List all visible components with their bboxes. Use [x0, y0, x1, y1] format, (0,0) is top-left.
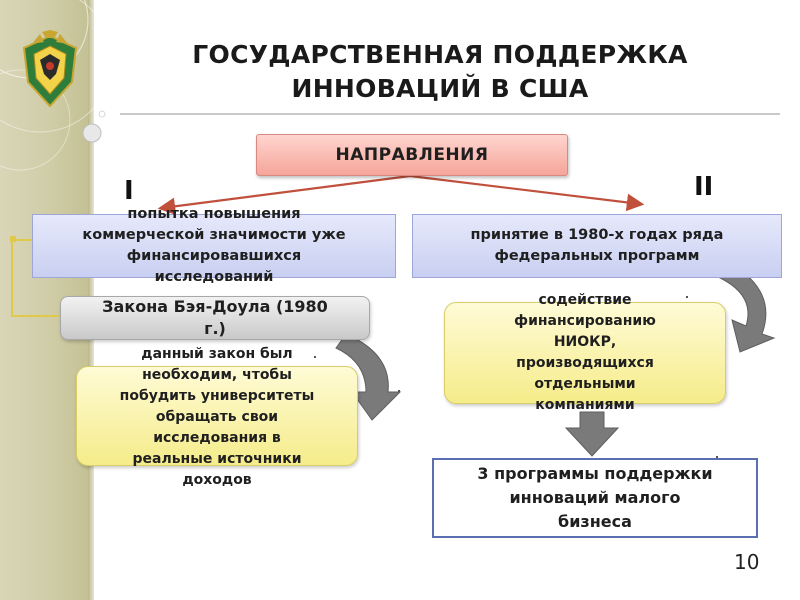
small-business-programs-box: 3 программы поддержки инноваций малого б…	[432, 458, 758, 538]
decorative-dot	[716, 456, 718, 458]
law-desc-line-5: исследования в	[153, 430, 281, 446]
programs-line-2: инноваций малого	[509, 488, 681, 507]
law-desc-line-1: данный закон был	[141, 346, 293, 362]
branch-one-line-1: попытка повышения	[127, 206, 301, 222]
decorative-dot	[314, 356, 316, 358]
support-line-1: содействие	[538, 292, 632, 308]
title-underline	[120, 113, 780, 115]
decorative-dot	[398, 390, 400, 392]
law-desc-line-2: необходим, чтобы	[142, 367, 292, 383]
programs-line-1: 3 программы поддержки	[477, 464, 713, 483]
down-arrow	[564, 411, 620, 457]
law-desc-line-4: обращать свои	[155, 409, 279, 425]
directions-box: НАПРАВЛЕНИЯ	[256, 134, 568, 176]
law-line-2: г.)	[204, 319, 226, 338]
law-line-1: Закона Бэя-Доула (1980	[102, 297, 328, 316]
branch-one-box: попытка повышения коммерческой значимост…	[32, 206, 396, 285]
slide-title: ГОСУДАРСТВЕННАЯ ПОДДЕРЖКА ИННОВАЦИЙ В СШ…	[140, 38, 740, 106]
bayh-dole-act-box: Закона Бэя-Доула (1980 г.)	[60, 296, 370, 340]
title-line-1: ГОСУДАРСТВЕННАЯ ПОДДЕРЖКА	[192, 40, 688, 69]
title-line-2: ИННОВАЦИЙ В США	[291, 74, 589, 103]
law-desc-line-7: доходов	[182, 472, 252, 488]
arrow-to-right-branch	[409, 174, 645, 212]
support-line-5: отдельными	[534, 376, 636, 392]
branch-one-line-3: финансировавшихся	[126, 248, 302, 264]
rnd-support-box	[444, 302, 726, 404]
coat-of-arms-emblem-icon	[22, 30, 78, 108]
law-description-text: данный закон был необходим, чтобы побуди…	[64, 344, 370, 491]
law-desc-line-3: побудить университеты	[119, 388, 315, 404]
support-line-4: производящихся	[516, 355, 654, 371]
branch-two-box: принятие в 1980-х годах ряда федеральных…	[412, 214, 782, 278]
rnd-support-text: содействие финансированию НИОКР, произво…	[444, 290, 726, 416]
branch-number-one: I	[124, 176, 134, 206]
branch-one-line-2: коммерческой значимости уже	[82, 227, 346, 243]
law-desc-line-6: реальные источники	[132, 451, 302, 467]
support-line-6: компаниями	[535, 397, 635, 413]
support-line-3: НИОКР,	[553, 334, 617, 350]
support-line-2: финансированию	[514, 313, 656, 329]
branch-number-two: II	[694, 172, 714, 202]
law-description-box	[76, 366, 358, 466]
branch-two-line-1: принятие в 1980-х годах ряда	[470, 227, 724, 243]
programs-line-3: бизнеса	[558, 512, 632, 531]
page-number: 10	[734, 550, 760, 574]
decorative-dot	[686, 296, 688, 298]
branch-two-line-2: федеральных программ	[494, 248, 700, 264]
branch-one-line-4: исследований	[154, 269, 274, 285]
